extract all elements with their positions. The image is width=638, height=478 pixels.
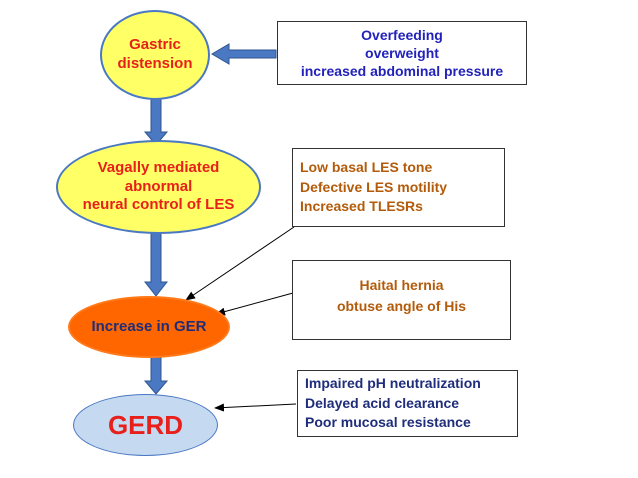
impaired-clearance-box: Impaired pH neutralization Delayed acid … [297,370,518,437]
gastric-line-2: distension [117,55,193,72]
impaired-line-2: Delayed acid clearance [305,394,460,411]
les-line-1: Low basal LES tone [300,159,433,176]
vagal-to-ger-arrow [143,229,169,297]
hernia-line-2: obtuse angle of His [336,298,467,314]
overfeeding-line-2: overweight [365,44,439,61]
gerd-label: GERD [107,409,184,440]
overfeeding-line-1: Overfeeding [361,26,443,43]
increase-in-ger-node: Increase in GER [68,296,230,358]
les-factors-box: Low basal LES tone Defective LES motilit… [292,148,505,227]
gastric-distension-node: Gastric distension [100,10,210,100]
les-box-to-ger-arrow [185,226,295,301]
vagal-line-2: abnormal [124,177,193,195]
overfeeding-causes-box: Overfeeding overweight increased abdomin… [277,21,527,85]
gastric-line-1: Gastric [129,36,181,54]
impaired-line-3: Poor mucosal resistance [305,414,471,431]
ger-to-gerd-arrow [143,356,169,395]
impaired-box-to-gerd-arrow [214,403,297,412]
vagal-line-1: Vagally mediated [97,158,220,176]
les-line-2: Defective LES motility [300,178,448,195]
hernia-box: Haital hernia obtuse angle of His [292,260,511,340]
les-line-3: Increased TLESRs [300,198,423,215]
impaired-line-1: Impaired pH neutralization [305,375,481,392]
gerd-node: GERD [73,394,218,456]
hernia-box-to-ger-arrow [215,292,294,316]
overfeeding-to-gastric-arrow [211,43,277,65]
vagal-line-3: neural control of LES [82,196,235,214]
vagal-control-node: Vagally mediated abnormal neural control… [56,140,261,234]
gastric-to-vagal-arrow [143,98,169,146]
ger-label: Increase in GER [91,317,207,335]
hernia-line-1: Haital hernia [359,277,444,293]
overfeeding-line-3: increased abdominal pressure [300,63,504,80]
